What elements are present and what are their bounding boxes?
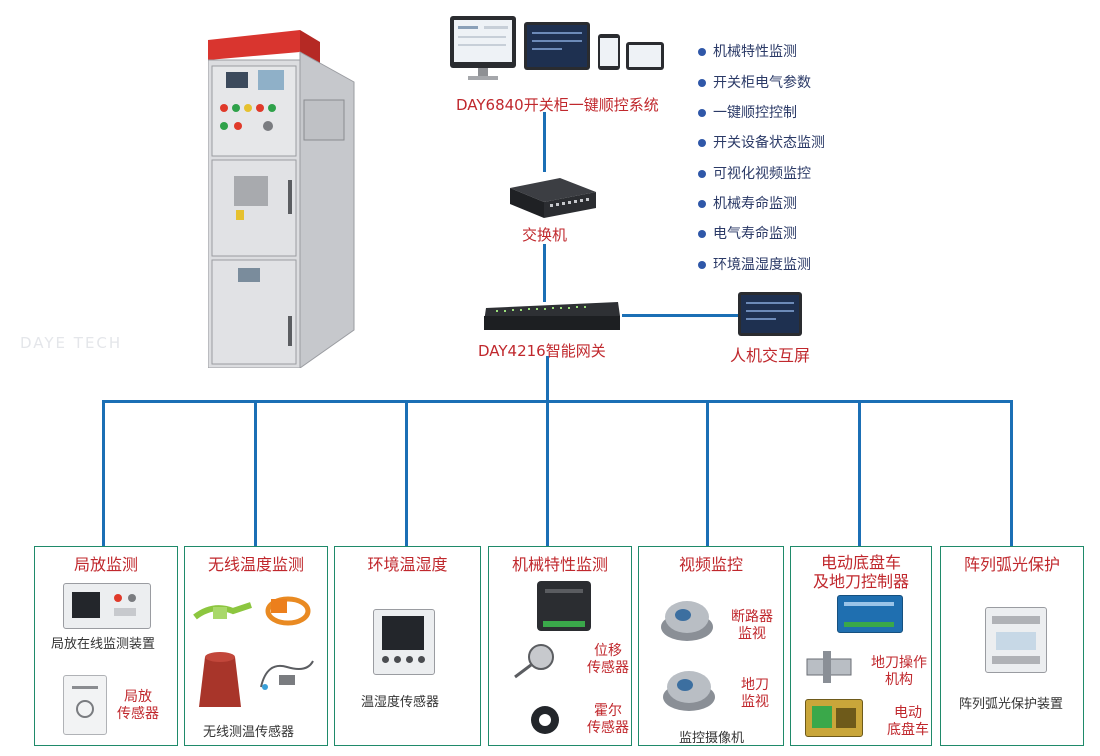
breaker-camera-image	[659, 597, 715, 643]
feature-item: 电气寿命监测	[698, 223, 797, 243]
bullet-icon	[698, 139, 706, 147]
bullet-icon	[698, 170, 706, 178]
connector-line	[543, 112, 546, 172]
panel-title: 电动底盘车 及地刀控制器	[791, 553, 931, 591]
panel-title: 环境温湿度	[335, 555, 480, 574]
panel-side-label: 电动 底盘车	[887, 705, 929, 739]
panel-video: 视频监控 断路器 监视 地刀 监视 监控摄像机	[638, 546, 784, 746]
computer-devices-image	[448, 14, 668, 84]
drop-line	[405, 400, 408, 546]
hmi-screen-image	[738, 292, 802, 336]
panel-side-label: 断路器 监视	[731, 609, 773, 643]
panel-title: 阵列弧光保护	[941, 555, 1083, 574]
feature-item: 开关设备状态监测	[698, 132, 825, 152]
temp-sensor-strap-image	[193, 601, 253, 623]
panel-side-label: 霍尔 传感器	[587, 703, 629, 737]
feature-item: 机械寿命监测	[698, 193, 797, 213]
panel-side-label: 局放 传感器	[117, 689, 159, 723]
drop-line	[1010, 400, 1013, 546]
chassis-truck-image	[805, 699, 863, 737]
controller-device-image	[837, 595, 903, 633]
panel-wireless-temperature: 无线温度监测 无线测温传感器	[184, 546, 328, 746]
mechanical-monitor-image	[537, 581, 591, 631]
panel-caption: 温湿度传感器	[361, 691, 439, 710]
connector-line	[543, 244, 546, 302]
bullet-icon	[698, 79, 706, 87]
panel-caption: 阵列弧光保护装置	[959, 693, 1063, 712]
drop-line	[546, 400, 549, 546]
temp-sensor-probe-image	[257, 657, 317, 693]
feature-item: 一键顺控控制	[698, 102, 797, 122]
system-label: DAY6840开关柜一键顺控系统	[456, 94, 659, 115]
hmi-label: 人机交互屏	[730, 342, 810, 366]
bullet-icon	[698, 109, 706, 117]
displacement-sensor-image	[511, 641, 559, 681]
panel-environment: 环境温湿度 温湿度传感器	[334, 546, 481, 746]
earthing-mechanism-image	[805, 651, 853, 683]
connector-line	[622, 314, 738, 317]
panel-chassis-controller: 电动底盘车 及地刀控制器 地刀操作 机构 电动 底盘车	[790, 546, 932, 746]
connector-line	[546, 356, 549, 402]
feature-item: 开关柜电气参数	[698, 72, 811, 92]
hall-sensor-image	[527, 703, 563, 737]
feature-item: 可视化视频监控	[698, 163, 811, 183]
pd-sensor-image	[63, 675, 107, 735]
switchgear-cabinet	[208, 30, 358, 368]
bus-line	[102, 400, 1013, 403]
panel-side-label: 位移 传感器	[587, 643, 629, 677]
gateway-label: DAY4216智能网关	[478, 340, 606, 361]
drop-line	[254, 400, 257, 546]
feature-item: 机械特性监测	[698, 41, 797, 61]
panel-side-label: 地刀 监视	[741, 677, 769, 711]
arc-protection-device-image	[985, 607, 1047, 673]
bullet-icon	[698, 261, 706, 269]
panel-arc-protection: 阵列弧光保护 阵列弧光保护装置	[940, 546, 1084, 746]
panel-caption: 局放在线监测装置	[51, 633, 155, 652]
switch-label: 交换机	[522, 224, 567, 245]
panel-caption: 无线测温传感器	[203, 721, 294, 740]
watermark: DAYE TECH	[20, 334, 122, 352]
feature-item: 环境温湿度监测	[698, 254, 811, 274]
drop-line	[858, 400, 861, 546]
temp-sensor-ring-image	[263, 591, 313, 627]
bullet-icon	[698, 200, 706, 208]
gateway-device-image	[482, 302, 622, 332]
panel-title: 局放监测	[35, 555, 177, 574]
earthing-camera-image	[661, 667, 717, 713]
panel-mechanical: 机械特性监测 位移 传感器 霍尔 传感器	[488, 546, 632, 746]
pd-monitor-device-image	[63, 583, 151, 629]
network-switch-image	[504, 172, 598, 222]
temp-sensor-insulator-image	[197, 649, 243, 709]
panel-side-label: 地刀操作 机构	[871, 655, 927, 689]
panel-title: 无线温度监测	[185, 555, 327, 574]
bullet-icon	[698, 48, 706, 56]
drop-line	[706, 400, 709, 546]
panel-partial-discharge: 局放监测 局放在线监测装置 局放 传感器	[34, 546, 178, 746]
panel-caption: 监控摄像机	[679, 727, 744, 746]
panel-title: 机械特性监测	[489, 555, 631, 574]
drop-line	[102, 400, 105, 546]
bullet-icon	[698, 230, 706, 238]
panel-title: 视频监控	[639, 555, 783, 574]
humidity-sensor-image	[373, 609, 435, 675]
